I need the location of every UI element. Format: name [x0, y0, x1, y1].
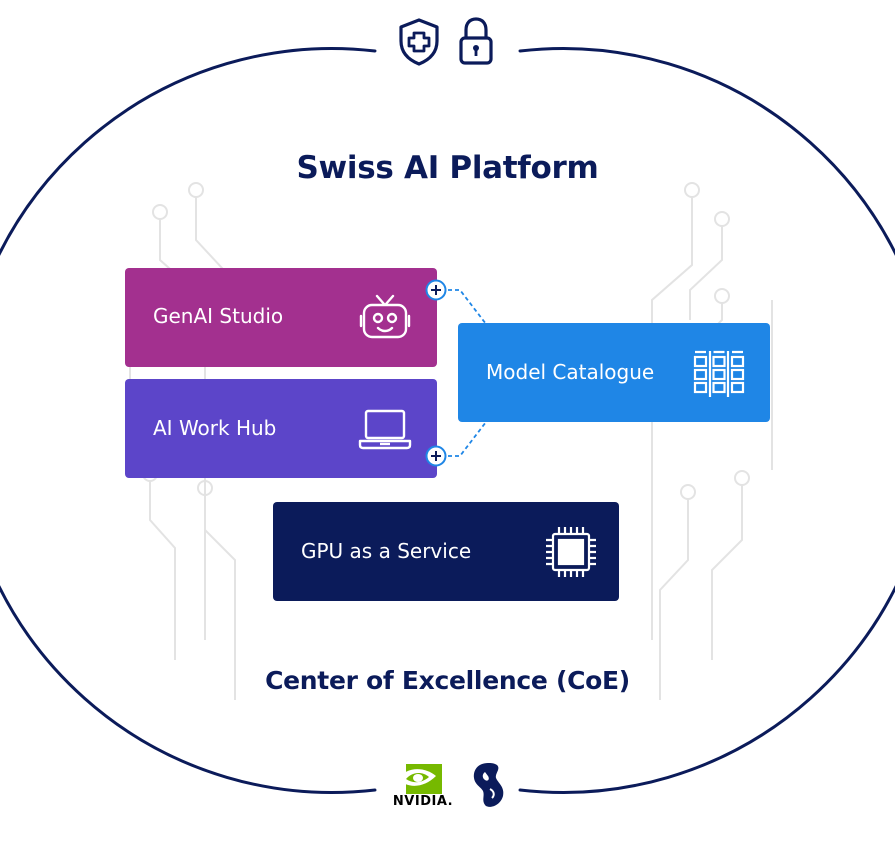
connector-workhub-catalogue: [448, 421, 487, 457]
robot-icon: [359, 294, 411, 339]
grid-catalogue-icon: [693, 350, 745, 397]
chip-icon: [546, 527, 596, 577]
shield-plus-icon: [399, 18, 439, 66]
nvidia-logo-icon: [398, 764, 442, 794]
center-of-excellence-label: Center of Excellence (CoE): [265, 666, 630, 695]
swisscom-logo-icon: [473, 763, 504, 807]
genai-studio-label: GenAI Studio: [153, 304, 284, 328]
ring-right-arc: [518, 47, 895, 794]
plus-connector-icon[interactable]: [425, 279, 447, 301]
connector-genai-catalogue: [448, 289, 487, 325]
platform-title: Swiss AI Platform: [296, 150, 599, 186]
model-catalogue-label: Model Catalogue: [486, 360, 655, 384]
gpu-as-a-service-card[interactable]: GPU as a Service: [273, 502, 619, 601]
ring-left-arc: [0, 47, 377, 794]
plus-connector-icon[interactable]: [425, 445, 447, 467]
padlock-icon: [459, 17, 493, 65]
gpu-as-a-service-label: GPU as a Service: [301, 539, 472, 563]
laptop-icon: [358, 409, 412, 450]
ai-work-hub-label: AI Work Hub: [153, 416, 277, 440]
model-catalogue-card[interactable]: Model Catalogue: [458, 323, 770, 422]
ai-work-hub-card[interactable]: AI Work Hub: [125, 379, 437, 478]
nvidia-wordmark: NVIDIA.: [392, 794, 454, 809]
genai-studio-card[interactable]: GenAI Studio: [125, 268, 437, 367]
